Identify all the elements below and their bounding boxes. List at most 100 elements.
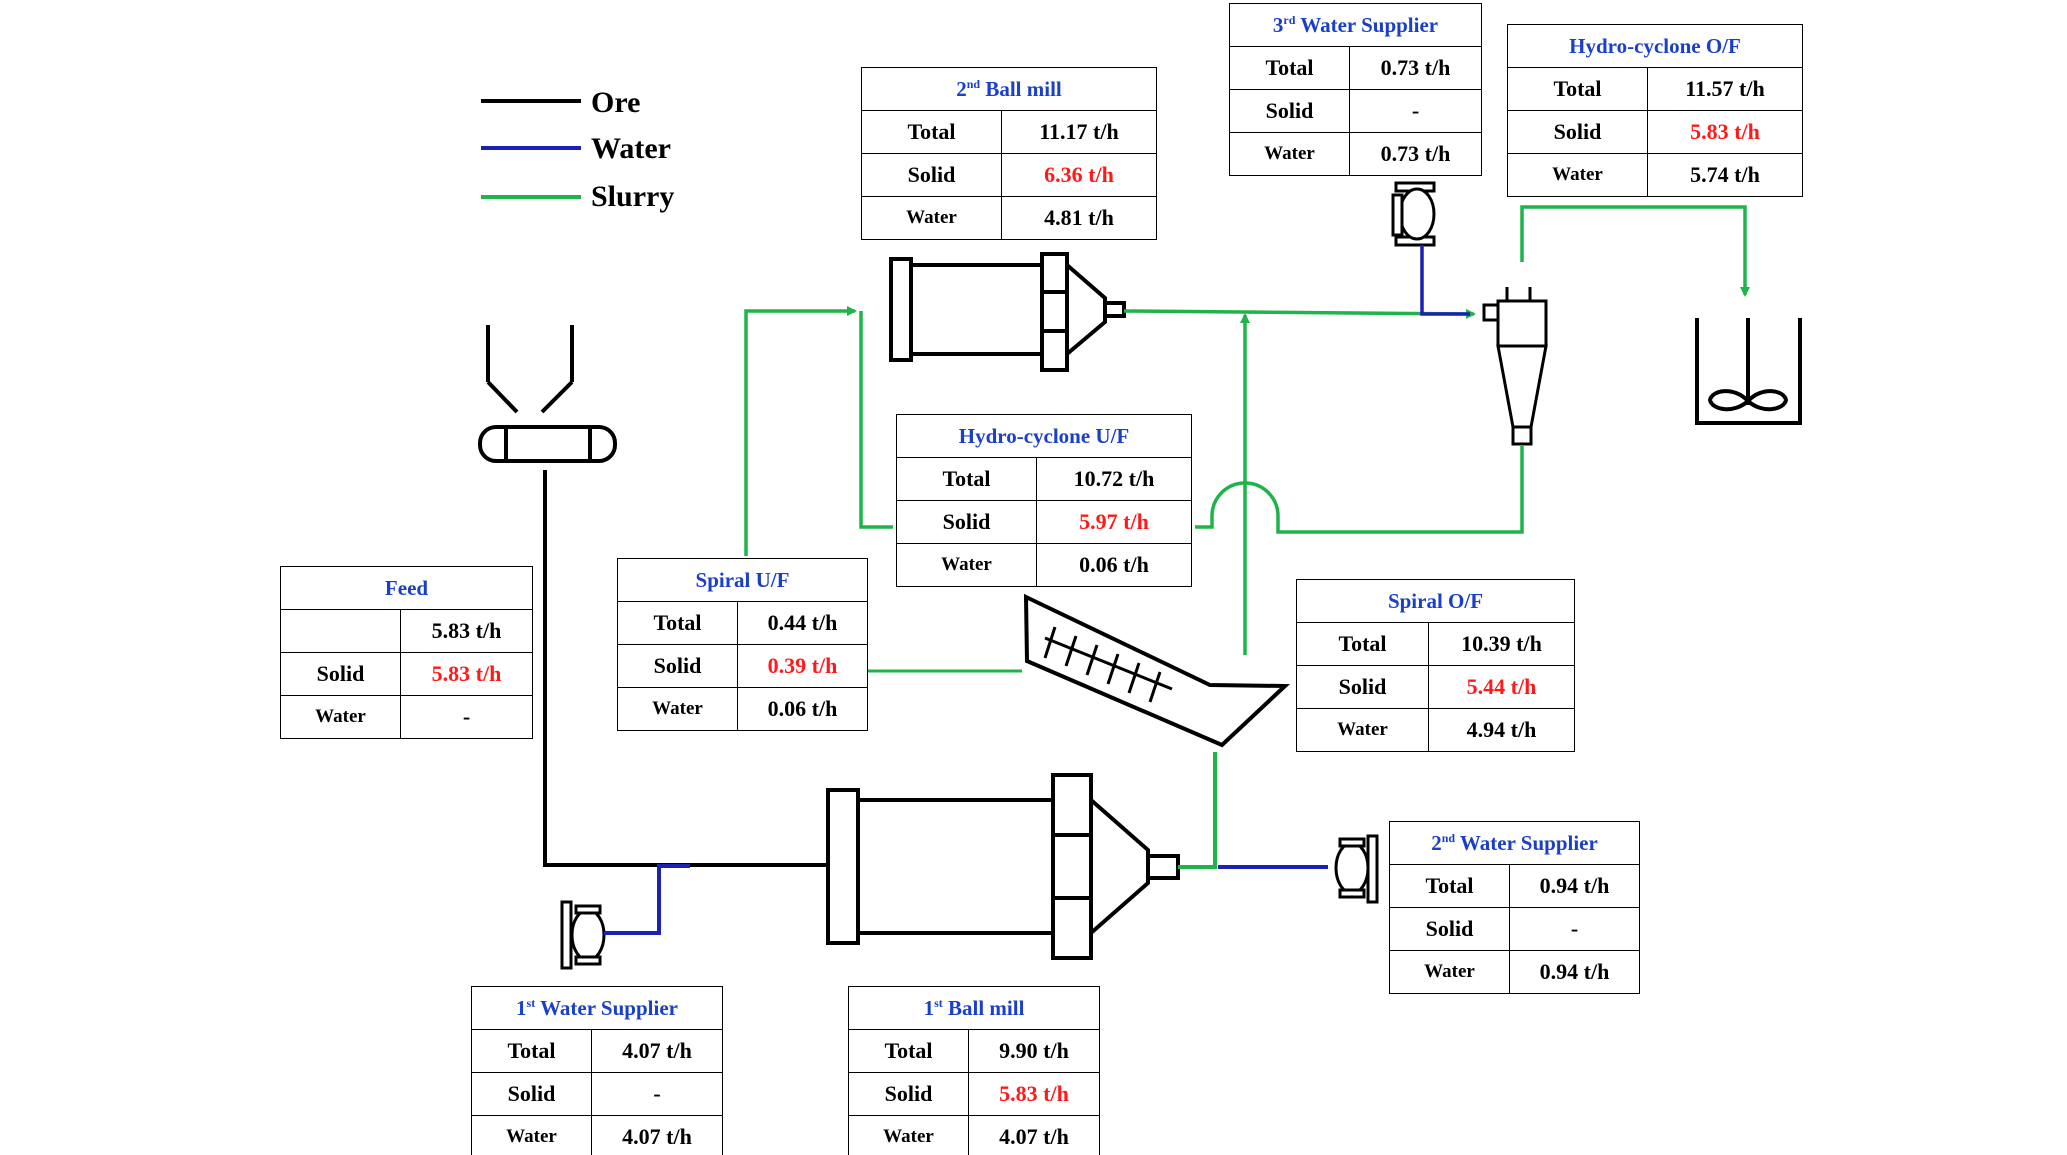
hydrocyclone-of-title: Hydro-cyclone O/F <box>1506 24 1804 68</box>
slurry-mill2-to-cyclone <box>1123 308 1476 319</box>
ball-mill-1-title: 1st Ball mill <box>847 986 1101 1030</box>
conveyor-belt-icon <box>478 425 617 463</box>
hydrocyclone-of-total-value: 11.57 t/h <box>1646 67 1804 111</box>
ball-mill-2-total-label: Total <box>861 110 1002 154</box>
feed-solid-value: 5.83 t/h <box>400 652 533 696</box>
feed-water-value: - <box>400 695 533 739</box>
spiral-uf-water-value: 0.06 t/h <box>737 687 868 731</box>
hydrocyclone-uf-water-label: Water <box>896 543 1037 587</box>
ball-mill-2-water-value: 4.81 t/h <box>1000 196 1158 240</box>
hydrocyclone-uf-total-label: Total <box>896 457 1037 501</box>
spiral-uf-title: Spiral U/F <box>617 558 868 602</box>
agitated-tank-icon <box>1695 318 1802 425</box>
slurry-mill1-to-spiral <box>1178 752 1217 869</box>
ball-mill-2-icon <box>889 252 1126 372</box>
water-line-1 <box>604 864 690 935</box>
spiral-uf-solid-label: Solid <box>617 644 738 688</box>
cyclone-of-line <box>1520 205 1750 297</box>
ball-mill-1-icon <box>826 773 1180 960</box>
spiral-uf-water-label: Water <box>617 687 738 731</box>
spiral-classifier-icon <box>1023 593 1290 748</box>
spiral-of-solid-label: Solid <box>1296 665 1429 709</box>
legend: Ore Water Slurry <box>481 86 674 213</box>
ball-mill-2-total-value: 11.17 t/h <box>1000 110 1158 154</box>
hydrocyclone-of-water-value: 5.74 t/h <box>1646 153 1804 197</box>
water-pump-2-icon <box>1334 834 1379 904</box>
cyclone-uf-line-right <box>1195 446 1524 534</box>
feed-water-label: Water <box>280 695 401 739</box>
ball-mill-2-solid-value: 6.36 t/h <box>1000 153 1158 197</box>
water-supplier-3-water-value: 0.73 t/h <box>1349 132 1482 176</box>
ball-mill-1-total-value: 9.90 t/h <box>967 1029 1101 1073</box>
ball-mill-1-water-label: Water <box>848 1115 969 1155</box>
spiral-uf-total-value: 0.44 t/h <box>737 601 868 645</box>
water-supplier-2-solid-value: - <box>1508 907 1641 951</box>
ball-mill-2-solid-label: Solid <box>861 153 1002 197</box>
water-supplier-2-water-label: Water <box>1389 950 1510 994</box>
water-pump-1-icon <box>560 900 606 970</box>
water-supplier-1-title: 1st Water Supplier <box>470 986 724 1030</box>
water-supplier-1-solid-value: - <box>590 1072 724 1116</box>
spiral-of-total-label: Total <box>1296 622 1429 666</box>
hydrocyclone-uf-water-value: 0.06 t/h <box>1035 543 1193 587</box>
spiral-of-water-label: Water <box>1296 708 1429 752</box>
ball-mill-2-title: 2nd Ball mill <box>860 67 1158 111</box>
feed-row1-label <box>280 609 401 653</box>
hydrocyclone-of-water-label: Water <box>1507 153 1648 197</box>
hydrocyclone-of-total-label: Total <box>1507 67 1648 111</box>
feed-row1-value: 5.83 t/h <box>400 609 533 653</box>
water-supplier-2-water-value: 0.94 t/h <box>1508 950 1641 994</box>
ore-hopper-icon <box>486 325 574 414</box>
hydrocyclone-of-solid-value: 5.83 t/h <box>1646 110 1804 154</box>
water-supplier-2-solid-label: Solid <box>1389 907 1510 951</box>
spiral-uf-total-label: Total <box>617 601 738 645</box>
water-supplier-3-water-label: Water <box>1229 132 1350 176</box>
hydrocyclone-uf-title: Hydro-cyclone U/F <box>895 414 1193 458</box>
water-supplier-2-total-value: 0.94 t/h <box>1508 864 1641 908</box>
water-supplier-2-title: 2nd Water Supplier <box>1388 821 1641 865</box>
hydrocyclone-uf-solid-value: 5.97 t/h <box>1035 500 1193 544</box>
water-supplier-1-solid-label: Solid <box>471 1072 592 1116</box>
spiral-of-solid-value: 5.44 t/h <box>1427 665 1576 709</box>
legend-slurry-label: Slurry <box>591 180 674 213</box>
hydrocyclone-uf-total-value: 10.72 t/h <box>1035 457 1193 501</box>
water-supplier-3-title: 3rd Water Supplier <box>1229 3 1482 47</box>
spiral-of-total-value: 10.39 t/h <box>1427 622 1576 666</box>
hydrocyclone-uf-solid-label: Solid <box>896 500 1037 544</box>
hydrocyclone-of-solid-label: Solid <box>1507 110 1648 154</box>
ball-mill-1-water-value: 4.07 t/h <box>967 1115 1101 1155</box>
ball-mill-1-solid-value: 5.83 t/h <box>967 1072 1101 1116</box>
water-supplier-1-total-value: 4.07 t/h <box>590 1029 724 1073</box>
hydrocyclone-icon <box>1482 287 1548 446</box>
water-supplier-3-solid-label: Solid <box>1229 89 1350 133</box>
ore-feed-line <box>543 470 830 867</box>
cyclone-uf-line-left <box>859 311 893 529</box>
feed-title: Feed <box>280 566 533 610</box>
feed-solid-label: Solid <box>280 652 401 696</box>
spiral-uf-solid-value: 0.39 t/h <box>737 644 868 688</box>
spiral-of-water-value: 4.94 t/h <box>1427 708 1576 752</box>
spiral-of-title: Spiral O/F <box>1295 579 1576 623</box>
legend-water-label: Water <box>591 132 671 165</box>
ball-mill-1-total-label: Total <box>848 1029 969 1073</box>
water-supplier-1-water-value: 4.07 t/h <box>590 1115 724 1155</box>
water-pump-3-icon <box>1391 181 1436 247</box>
ball-mill-2-water-label: Water <box>861 196 1002 240</box>
slurry-to-mill2-left <box>744 306 857 556</box>
water-supplier-1-water-label: Water <box>471 1115 592 1155</box>
water-supplier-3-total-value: 0.73 t/h <box>1349 46 1482 90</box>
ball-mill-1-solid-label: Solid <box>848 1072 969 1116</box>
water-supplier-1-total-label: Total <box>471 1029 592 1073</box>
